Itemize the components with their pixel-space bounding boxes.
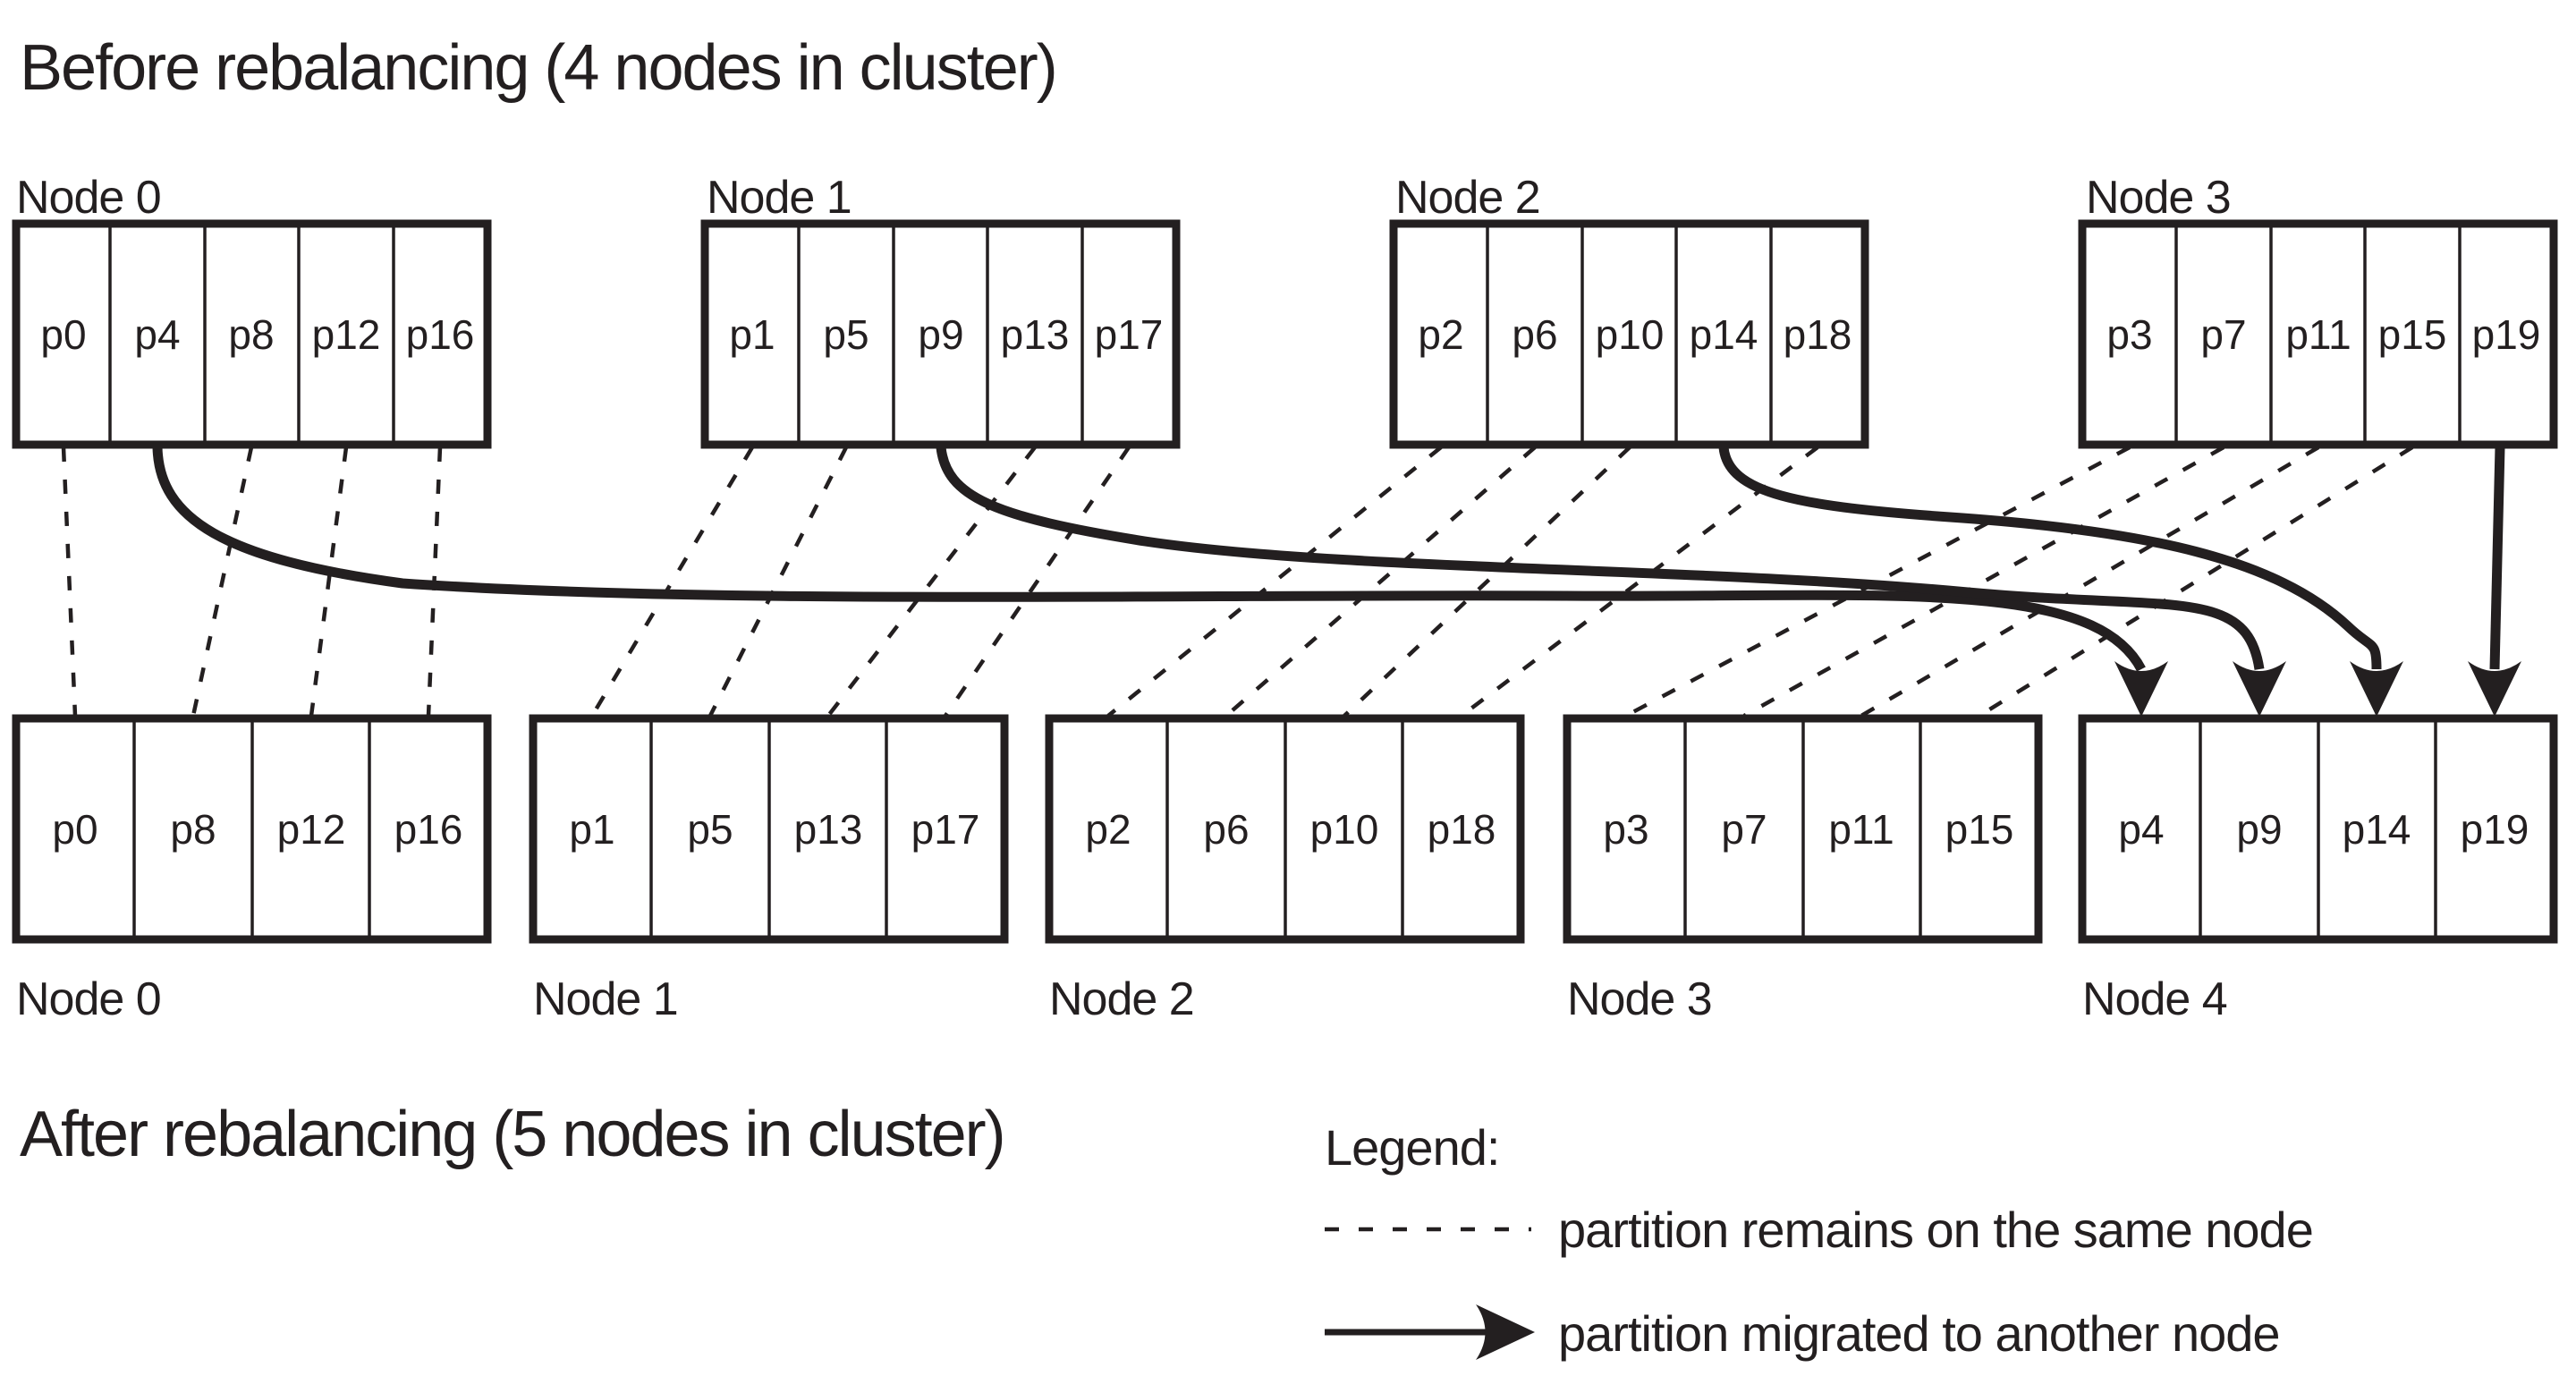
before-node-0: p0 p4 p8 p12 p16: [12, 219, 492, 449]
after-title: After rebalancing (5 nodes in cluster): [20, 1099, 1004, 1170]
partition-cell: p1: [569, 806, 614, 853]
partition-cell: p10: [1310, 806, 1379, 853]
arrowhead-p4-icon: [2114, 661, 2168, 717]
dashed-connector-p1: [590, 446, 754, 718]
partition-cell: p18: [1428, 806, 1496, 853]
after-node-0-label: Node 0: [16, 973, 161, 1025]
partition-cell: p5: [687, 806, 733, 853]
partition-cell: p10: [1596, 311, 1665, 358]
partition-cell: p19: [2472, 311, 2541, 358]
after-node-1: p1 p5 p13 p17: [529, 714, 1009, 944]
partition-cell: p6: [1203, 806, 1249, 853]
arrowhead-p14-icon: [2350, 661, 2403, 717]
partition-cell: p5: [823, 311, 869, 358]
dashed-connectors: [61, 446, 2414, 718]
migration-curve-p9: [936, 446, 2265, 670]
partition-cell: p0: [40, 311, 86, 358]
dashed-connector-p6: [1224, 446, 1537, 718]
after-node-1-label: Node 1: [533, 973, 678, 1025]
partition-cell: p9: [2236, 806, 2282, 853]
partition-cell: p15: [2378, 311, 2447, 358]
after-node-4-label: Node 4: [2082, 973, 2227, 1025]
partition-cell: p7: [2200, 311, 2246, 358]
after-node-2-label: Node 2: [1049, 973, 1194, 1025]
before-node-1-label: Node 1: [707, 172, 852, 224]
migration-curve-p14: [1718, 446, 2382, 670]
dashed-connector-p11: [1860, 446, 2320, 718]
partition-cell: p3: [2106, 311, 2152, 358]
partition-cell: p2: [1085, 806, 1131, 853]
dashed-connector-p15: [1978, 446, 2414, 718]
partition-cell: p17: [1095, 311, 1164, 358]
legend-heading: Legend:: [1325, 1119, 1499, 1176]
after-node-3: p3 p7 p11 p15: [1563, 714, 2043, 944]
after-node-0: p0 p8 p12 p16: [12, 714, 492, 944]
before-node-2-box: [1389, 219, 1869, 449]
partition-cell: p14: [1690, 311, 1758, 358]
partition-cell: p1: [729, 311, 775, 358]
legend-arrowhead-icon: [1476, 1304, 1535, 1360]
dashed-connector-p2: [1106, 446, 1443, 718]
partition-cell: p12: [312, 311, 381, 358]
partition-cell: p7: [1721, 806, 1767, 853]
arrowhead-p9-icon: [2233, 661, 2286, 717]
before-node-2-label: Node 2: [1395, 172, 1540, 224]
before-node-2: p2 p6 p10 p14 p18: [1389, 219, 1869, 449]
partition-cell: p17: [911, 806, 980, 853]
before-node-1-box: [700, 219, 1181, 449]
partition-cell: p14: [2343, 806, 2411, 853]
partition-cell: p13: [794, 806, 863, 853]
dashed-connector-p17: [944, 446, 1131, 718]
after-node-4: p4 p9 p14 p19: [2078, 714, 2558, 944]
before-node-3-box: [2078, 219, 2558, 449]
dashed-connector-p13: [826, 446, 1037, 718]
partition-cell: p18: [1784, 311, 1852, 358]
dashed-connector-p5: [708, 446, 849, 718]
dashed-connector-p7: [1742, 446, 2225, 718]
partition-cell: p8: [228, 311, 274, 358]
partition-cell: p16: [394, 806, 463, 853]
dashed-connector-p10: [1343, 446, 1631, 718]
migration-curve-p19: [2489, 446, 2505, 670]
partition-cell: p13: [1001, 311, 1070, 358]
partition-cell: p2: [1418, 311, 1463, 358]
partition-cell: p0: [52, 806, 97, 853]
partition-cell: p8: [170, 806, 216, 853]
before-node-3-label: Node 3: [2086, 172, 2231, 224]
after-node-3-label: Node 3: [1567, 973, 1712, 1025]
arrowhead-p19-icon: [2468, 661, 2521, 717]
partition-cell: p15: [1945, 806, 2014, 853]
legend-item-remains-label: partition remains on the same node: [1558, 1202, 2313, 1258]
before-node-1: p1 p5 p9 p13 p17: [700, 219, 1181, 449]
partition-cell: p19: [2461, 806, 2529, 853]
before-node-0-label: Node 0: [16, 172, 161, 224]
migration-curve-p4: [152, 446, 2146, 672]
dashed-connector-p8: [191, 446, 254, 717]
partition-cell: p4: [2118, 806, 2164, 853]
before-node-0-box: [12, 219, 492, 449]
migration-arrows: [152, 446, 2521, 717]
legend-item-migrated-label: partition migrated to another node: [1558, 1305, 2280, 1362]
before-title: Before rebalancing (4 nodes in cluster): [20, 32, 1056, 104]
partition-cell: p16: [406, 311, 475, 358]
after-node-2: p2 p6 p10 p18: [1045, 714, 1525, 944]
partition-cell: p11: [2285, 311, 2351, 358]
legend: Legend: partition remains on the same no…: [1325, 1119, 2314, 1362]
dashed-connector-p12: [309, 446, 349, 717]
partition-cell: p11: [1828, 806, 1894, 853]
partition-cell: p4: [134, 311, 180, 358]
dashed-connector-p0: [61, 446, 78, 717]
partition-cell: p12: [277, 806, 346, 853]
partition-cell: p6: [1512, 311, 1557, 358]
before-node-3: p3 p7 p11 p15 p19: [2078, 219, 2558, 449]
partition-cell: p3: [1603, 806, 1648, 853]
partition-cell: p9: [918, 311, 963, 358]
